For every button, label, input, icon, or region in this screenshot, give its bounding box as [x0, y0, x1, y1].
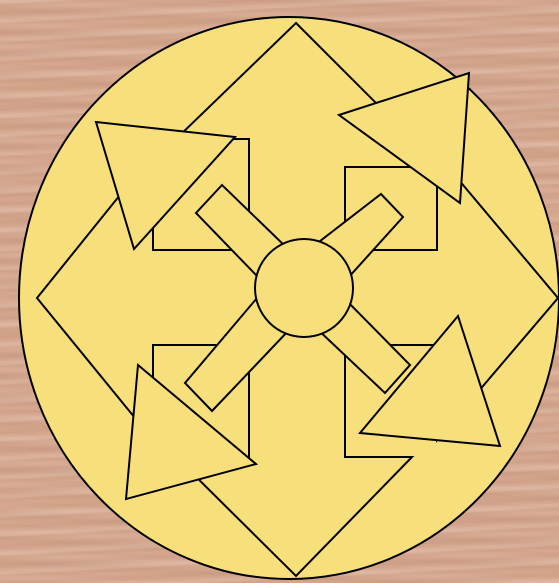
- center-circle-icon: [255, 239, 353, 337]
